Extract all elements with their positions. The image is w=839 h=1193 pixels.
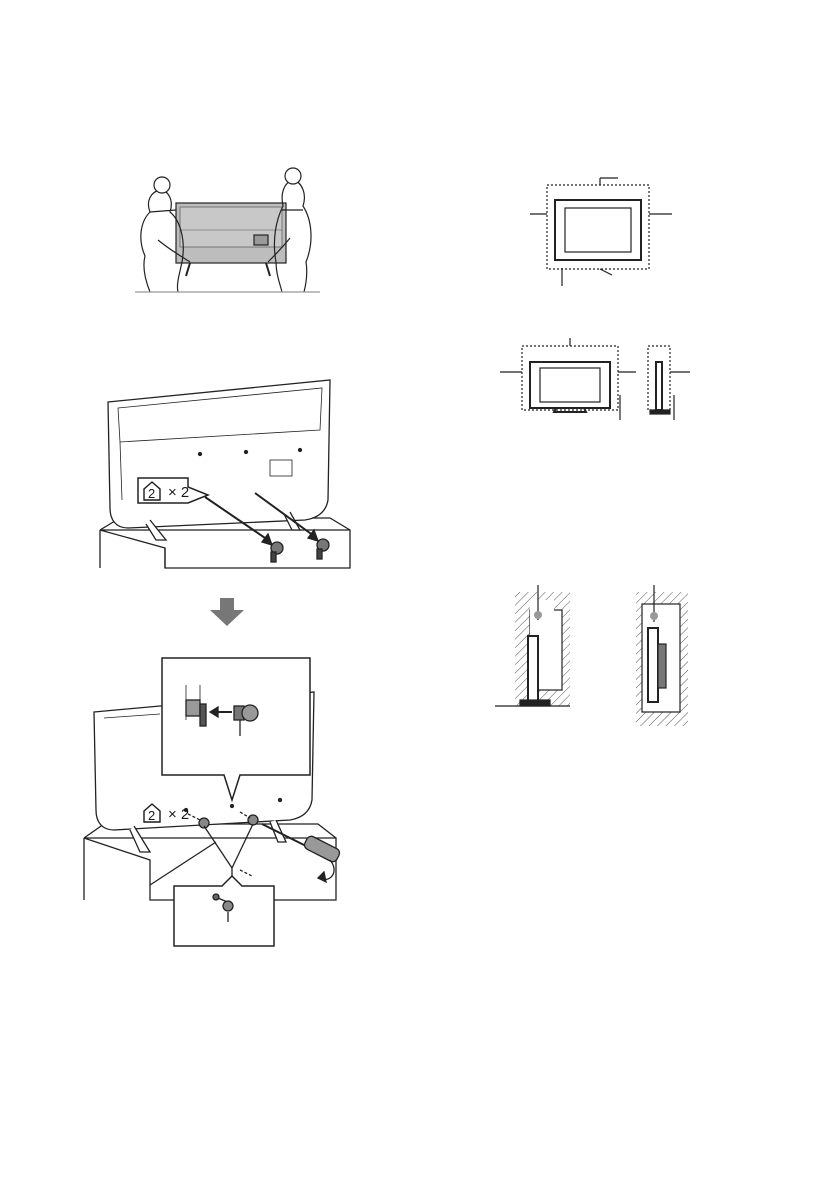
people-carrying-tv <box>135 168 320 292</box>
part-number: 2 <box>148 486 155 502</box>
part-number-icon: 2 <box>142 803 162 825</box>
zoom-callout-bottom <box>174 876 274 946</box>
wall-mount-diagram-right <box>636 585 688 726</box>
screw-quantity: × 2 <box>168 806 189 823</box>
tv-back-view-upper <box>100 380 350 568</box>
part-number: 2 <box>148 808 155 824</box>
down-arrow-icon <box>210 598 244 626</box>
right-person <box>268 180 311 292</box>
tv-front-view-stand <box>500 338 636 420</box>
screw-callout-lower: 2 × 2 <box>142 803 189 825</box>
screw-callout-upper: 2 × 2 <box>142 481 189 503</box>
tv-front-view-wall <box>530 178 672 286</box>
part-number-icon: 2 <box>142 481 162 503</box>
tv-screen-outline <box>555 200 641 260</box>
screw-quantity: × 2 <box>168 484 189 501</box>
tv-side-view-stand <box>648 346 690 420</box>
wall-mount-diagram-left <box>495 585 570 706</box>
tv-back-view-lower <box>84 658 341 946</box>
